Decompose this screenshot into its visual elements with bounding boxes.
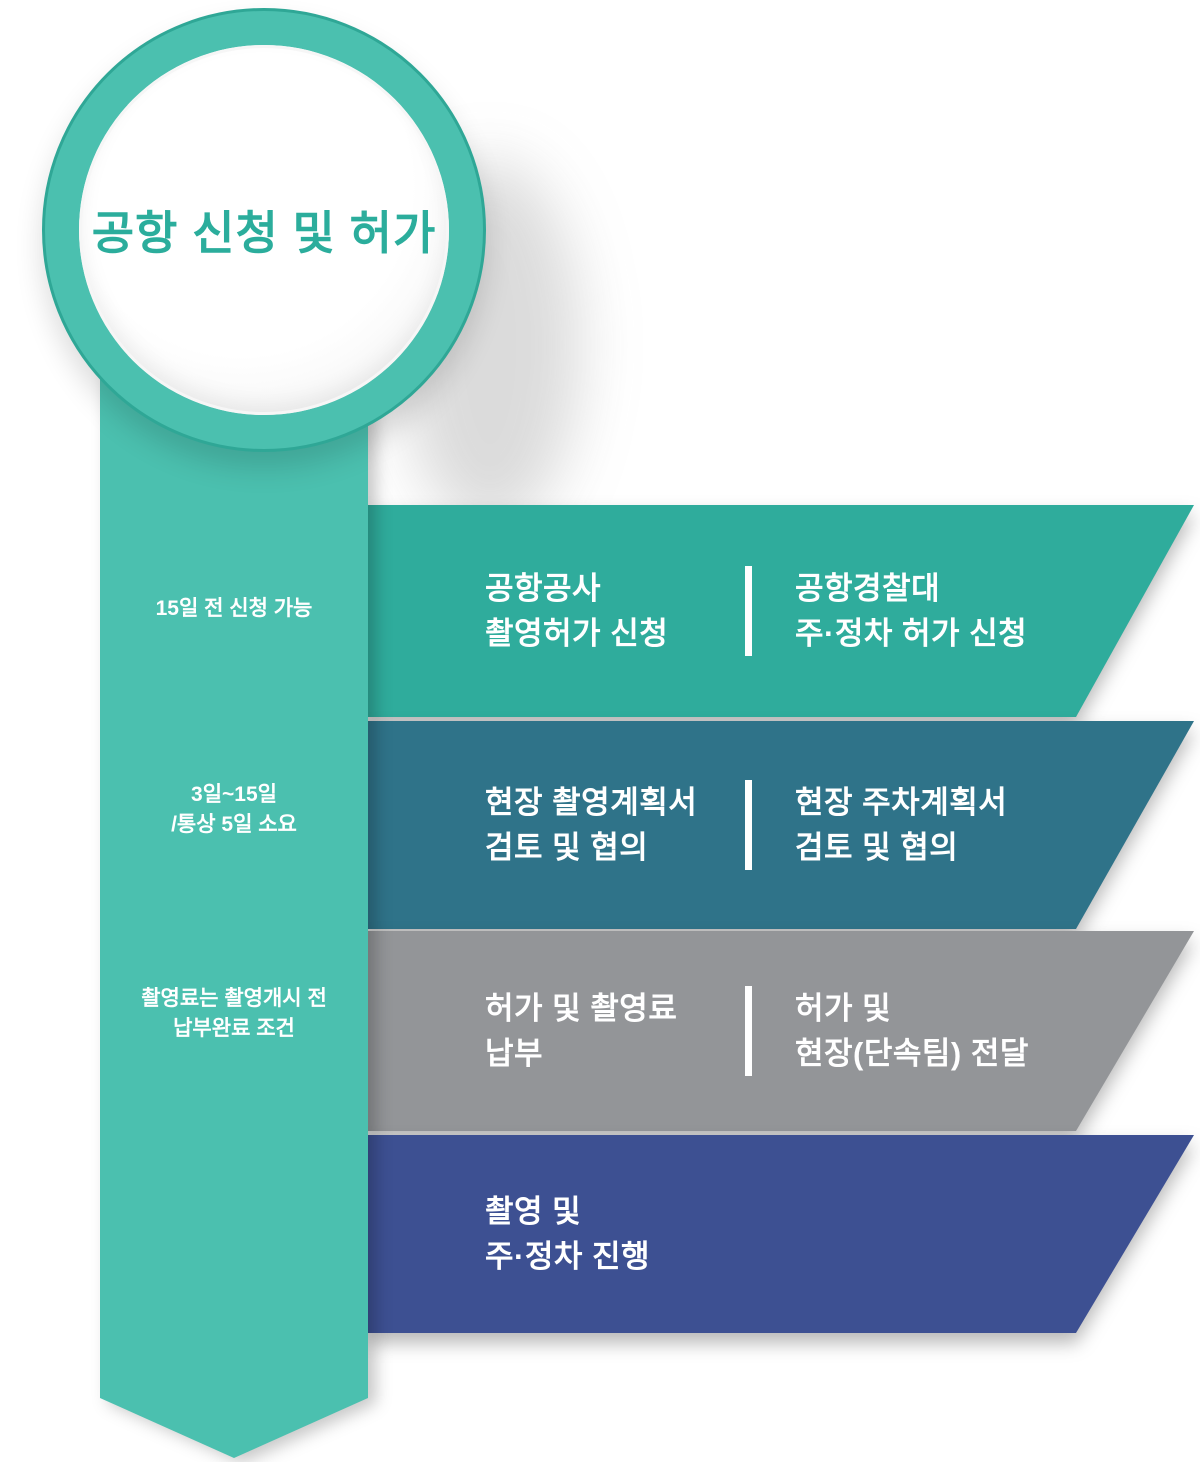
banner-text-line: 주·정차 허가 신청 (795, 616, 1028, 651)
banner-text-line: 공항공사 (485, 571, 602, 606)
column-divider (745, 780, 752, 870)
step-permit-left: 허가 및 촬영료 납부 (485, 986, 677, 1076)
title-circle: 공항 신청 및 허가 (42, 8, 486, 452)
banner-text-line: 현장 촬영계획서 (485, 785, 698, 820)
banner-text-line: 촬영허가 신청 (485, 616, 669, 651)
step-banner-review: 현장 촬영계획서 검토 및 협의 현장 주차계획서 검토 및 협의 (368, 721, 1194, 929)
banner-text-line: 검토 및 협의 (485, 830, 649, 865)
step-review-right: 현장 주차계획서 검토 및 협의 (795, 780, 1007, 870)
step-shooting-left: 촬영 및 주·정차 진행 (485, 1189, 650, 1279)
step-row-shooting: 촬영 및 주·정차 진행 (368, 1135, 1194, 1333)
step-row-permit-payment: 허가 및 촬영료 납부 허가 및 현장(단속팀) 전달 (368, 931, 1194, 1131)
step-permit-right: 허가 및 현장(단속팀) 전달 (795, 986, 1029, 1076)
step-row-application: 공항공사 촬영허가 신청 공항경찰대 주·정차 허가 신청 (368, 505, 1194, 717)
banner-text-line: 주·정차 진행 (485, 1239, 651, 1274)
page-title: 공항 신청 및 허가 (91, 207, 437, 259)
note-line: 촬영료는 촬영개시 전 (141, 987, 327, 1010)
step-review-left: 현장 촬영계획서 검토 및 협의 (485, 780, 697, 870)
note-line: /통상 5일 소요 (171, 813, 297, 836)
ribbon-note-payment-condition: 촬영료는 촬영개시 전 납부완료 조건 (100, 984, 368, 1044)
ribbon-note-application-window: 15일 전 신청 가능 (100, 594, 368, 624)
step-row-review: 현장 촬영계획서 검토 및 협의 현장 주차계획서 검토 및 협의 (368, 721, 1194, 929)
title-circle-inner: 공항 신청 및 허가 (79, 45, 449, 415)
note-line: 3일~15일 (191, 783, 277, 806)
banner-text-line: 현장(단속팀) 전달 (795, 1036, 1029, 1071)
step-application-right: 공항경찰대 주·정차 허가 신청 (795, 566, 1027, 656)
note-line: 납부완료 조건 (173, 1017, 295, 1040)
banner-text-line: 현장 주차계획서 (795, 785, 1008, 820)
step-application-left: 공항공사 촬영허가 신청 (485, 566, 668, 656)
step-banner-application: 공항공사 촬영허가 신청 공항경찰대 주·정차 허가 신청 (368, 505, 1194, 717)
column-divider (745, 566, 752, 656)
column-divider (745, 986, 752, 1076)
ribbon-note-review-duration: 3일~15일 /통상 5일 소요 (100, 780, 368, 840)
banner-text-line: 검토 및 협의 (795, 830, 959, 865)
banner-text-line: 촬영 및 (485, 1194, 582, 1229)
note-line: 15일 전 신청 가능 (155, 597, 313, 620)
banner-text-line: 납부 (485, 1036, 544, 1071)
step-banner-permit-payment: 허가 및 촬영료 납부 허가 및 현장(단속팀) 전달 (368, 931, 1194, 1131)
banner-text-line: 허가 및 (795, 991, 892, 1026)
banner-text-line: 공항경찰대 (795, 571, 941, 606)
step-banner-shooting: 촬영 및 주·정차 진행 (368, 1135, 1194, 1333)
banner-text-line: 허가 및 촬영료 (485, 991, 678, 1026)
